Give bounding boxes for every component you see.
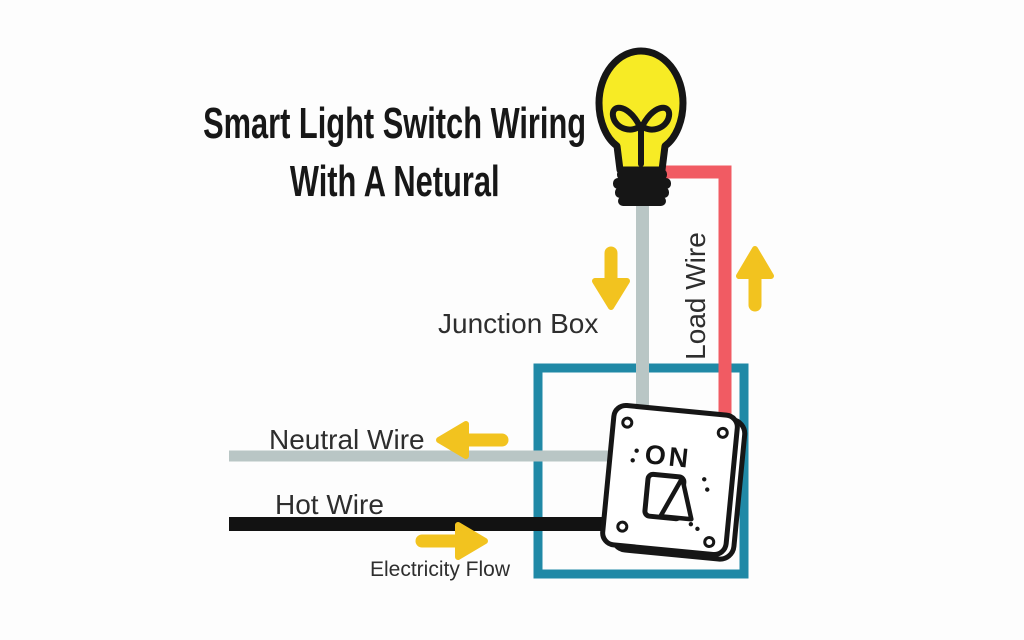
diagram-title-line2: With A Netural [80, 158, 710, 206]
light-switch-icon [600, 402, 748, 562]
light-bulb-icon [595, 47, 687, 206]
flow-arrow-down-icon [592, 246, 630, 310]
neutral-wire-label: Neutral Wire [269, 424, 425, 455]
diagram-title-line1: Smart Light Switch Wiring [80, 100, 710, 148]
flow-arrow-up-icon [736, 246, 774, 312]
diagram-title-text1: Smart Light Switch Wiring [203, 99, 587, 148]
load-wire-line [656, 165, 732, 434]
hot-wire-label: Hot Wire [275, 489, 384, 520]
junction-box-label: Junction Box [438, 308, 599, 339]
load-wire-label: Load Wire [679, 232, 711, 360]
flow-arrow-left-icon [436, 421, 509, 459]
diagram-title-text2: With A Netural [290, 157, 500, 206]
switch-on-label: ON [643, 439, 693, 474]
flow-arrow-right-icon [415, 522, 488, 560]
lamp-wire-line [636, 198, 649, 428]
electricity-flow-label: Electricity Flow [370, 558, 511, 581]
